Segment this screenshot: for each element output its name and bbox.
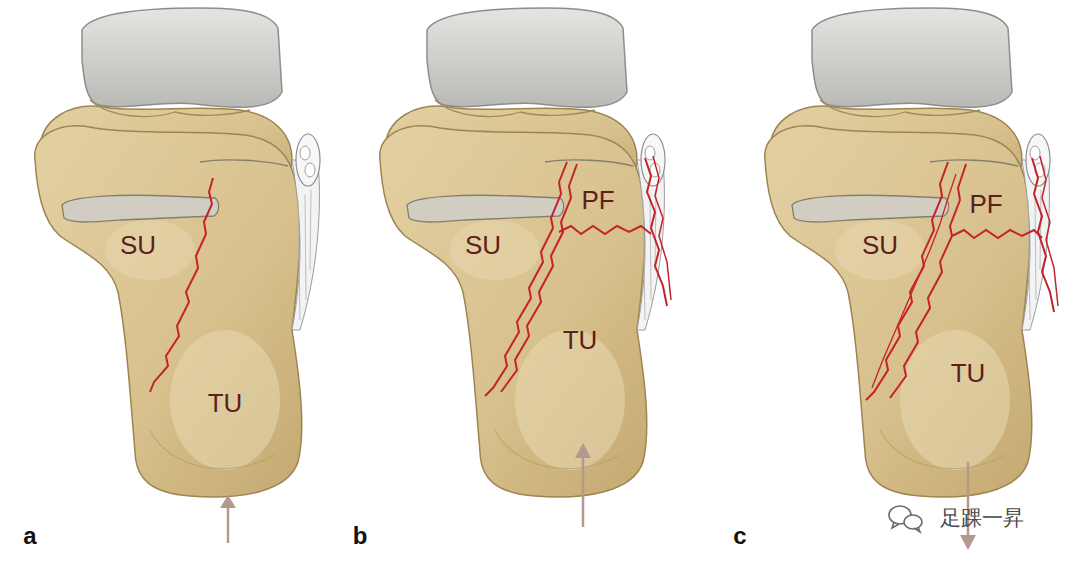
part-label: TU [563,327,598,353]
part-label: SU [120,232,156,258]
part-label: PF [581,187,614,213]
panel-a [35,8,320,543]
panel-letter: c [733,524,746,548]
panel-letter: a [23,524,36,548]
panel-b [380,8,671,527]
panel-letter: b [353,524,368,548]
watermark-text: 足踝一昇 [940,508,1024,529]
part-label: TU [951,360,986,386]
part-label: PF [969,191,1002,217]
part-label: TU [208,390,243,416]
part-label: SU [862,232,898,258]
part-label: SU [465,232,501,258]
panel-c [765,8,1058,550]
wechat-icon [889,506,922,532]
